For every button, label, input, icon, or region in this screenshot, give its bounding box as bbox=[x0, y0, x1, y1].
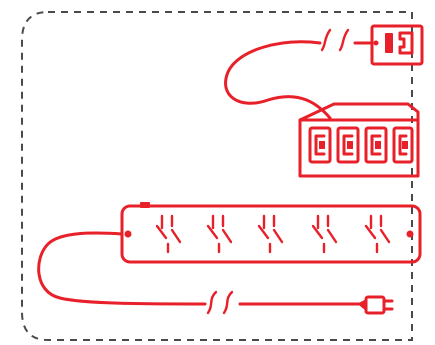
outlet-socket bbox=[392, 126, 414, 164]
plug bbox=[358, 295, 394, 315]
switch-symbol bbox=[155, 214, 182, 254]
switch-symbol bbox=[311, 214, 338, 254]
outlet-socket bbox=[308, 126, 332, 164]
lower-cord-break bbox=[206, 290, 234, 315]
outlet-socket bbox=[336, 126, 360, 164]
wall-outlet bbox=[370, 24, 424, 66]
switch-symbol bbox=[257, 214, 284, 254]
outlet-socket bbox=[364, 126, 388, 164]
lower-cord bbox=[37, 231, 367, 306]
upper-cord bbox=[224, 40, 374, 120]
switch-symbol bbox=[364, 214, 391, 254]
power-strip bbox=[120, 202, 422, 264]
multi-outlet-box bbox=[298, 102, 420, 178]
dashed-frame bbox=[21, 11, 413, 341]
upper-cord-break bbox=[320, 28, 350, 52]
power-strip-switches bbox=[155, 214, 391, 254]
switch-symbol bbox=[206, 214, 233, 254]
